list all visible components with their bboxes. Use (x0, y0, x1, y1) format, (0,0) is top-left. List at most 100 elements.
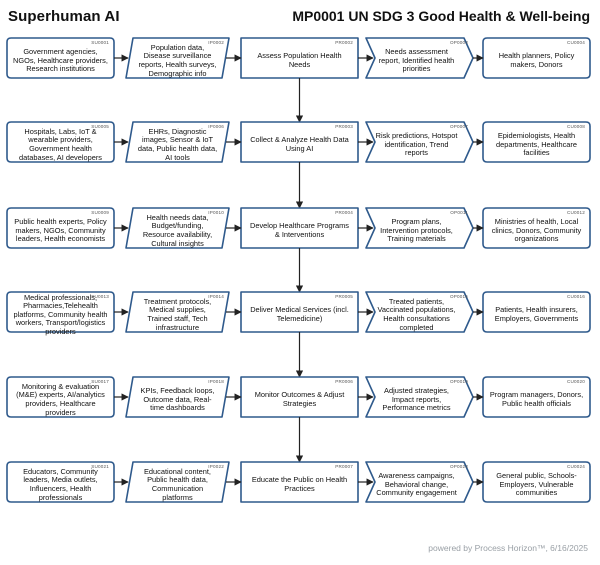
supplier-text: Government agencies, NGOs, Healthcare pr… (13, 47, 108, 74)
input-text: KPIs, Feedback loops, Outcome data, Real… (140, 386, 215, 413)
supplier-text: Educators, Community leaders, Media outl… (23, 466, 98, 502)
input-shape (125, 207, 230, 249)
supplier-code: SU0021 (91, 464, 109, 469)
output-shape (365, 291, 474, 333)
footer-credit: powered by Process Horizon™, 6/16/2025 (428, 543, 588, 553)
customer-text: Ministries of health, Local clinics, Don… (491, 217, 582, 244)
input-text: Health needs data, Budget/funding, Resou… (142, 212, 213, 248)
supplier-code: SU0001 (91, 40, 109, 45)
customer-shape (482, 461, 591, 503)
output-code: OP0023 (449, 464, 468, 469)
output-code: OP0003 (449, 40, 468, 45)
customer-shape (482, 37, 591, 79)
input-shape (125, 121, 230, 163)
input-shape (125, 37, 230, 79)
input-text: EHRs, Diagnostic images, Sensor & IoT da… (137, 126, 218, 162)
input-code: IP0022 (208, 464, 224, 469)
diagram-title: MP0001 UN SDG 3 Good Health & Well-being (292, 8, 590, 24)
customer-shape (482, 121, 591, 163)
process-code: PR0004 (335, 210, 353, 215)
output-shape (365, 121, 474, 163)
input-code: IP0010 (208, 210, 224, 215)
output-code: OP0011 (450, 210, 468, 215)
output-text: Needs assessment report, Identified heal… (378, 47, 455, 74)
output-code: OP0015 (449, 294, 468, 299)
customer-text: Health planners, Policy makers, Donors (498, 51, 575, 69)
process-text: Monitor Outcomes & Adjust Strategies (254, 390, 345, 408)
output-shape (365, 461, 474, 503)
process-shape (240, 291, 359, 333)
customer-shape (482, 291, 591, 333)
process-shape (240, 376, 359, 418)
input-text: Educational content, Public health data,… (144, 466, 211, 502)
customer-code: CU0004 (566, 40, 585, 45)
supplier-code: SU0005 (91, 124, 109, 129)
process-code: PR0006 (335, 379, 353, 384)
process-text: Develop Healthcare Programs & Interventi… (250, 221, 349, 239)
supplier-text: Public health experts, Policy makers, NG… (14, 217, 107, 244)
supplier-code: SU0009 (91, 210, 109, 215)
process-code: PR0002 (335, 40, 353, 45)
input-code: IP0002 (208, 40, 224, 45)
supplier-text: Medical professionals, Pharmacies,Telehe… (13, 292, 108, 336)
supplier-shape (6, 37, 115, 79)
supplier-shape (6, 291, 115, 333)
output-text: Risk predictions, Hotspot identification… (375, 131, 458, 158)
input-text: Treatment protocols, Medical supplies, T… (143, 296, 212, 332)
supplier-code: SU0017 (91, 379, 109, 384)
input-code: IP0018 (208, 379, 224, 384)
input-text: Population data, Disease surveillance re… (138, 42, 217, 78)
brand-name: Superhuman AI (8, 8, 120, 25)
process-code: PR0007 (335, 464, 353, 469)
supplier-shape (6, 376, 115, 418)
output-shape (365, 207, 474, 249)
process-text: Deliver Medical Services (incl. Telemedi… (250, 305, 349, 323)
customer-shape (482, 376, 591, 418)
output-text: Treated patients, Vaccinated populations… (377, 296, 456, 332)
customer-code: CU0012 (566, 210, 585, 215)
customer-text: Program managers, Donors, Public health … (489, 390, 584, 408)
output-text: Adjusted strategies, Impact reports, Per… (382, 386, 451, 413)
input-code: IP0006 (208, 124, 224, 129)
input-shape (125, 461, 230, 503)
supplier-shape (6, 207, 115, 249)
process-text: Assess Population Health Needs (257, 51, 342, 69)
supplier-code: SU0013 (91, 294, 109, 299)
process-text: Collect & Analyze Health Data Using AI (250, 135, 349, 153)
customer-code: CU0024 (566, 464, 585, 469)
process-shape (240, 461, 359, 503)
output-code: OP0007 (449, 124, 468, 129)
supplier-shape (6, 461, 115, 503)
process-code: PR0005 (335, 294, 353, 299)
customer-text: Patients, Health insurers, Employers, Go… (494, 305, 579, 323)
output-code: OP0019 (449, 379, 468, 384)
process-code: PR0003 (335, 124, 353, 129)
input-code: IP0014 (208, 294, 224, 299)
output-shape (365, 376, 474, 418)
